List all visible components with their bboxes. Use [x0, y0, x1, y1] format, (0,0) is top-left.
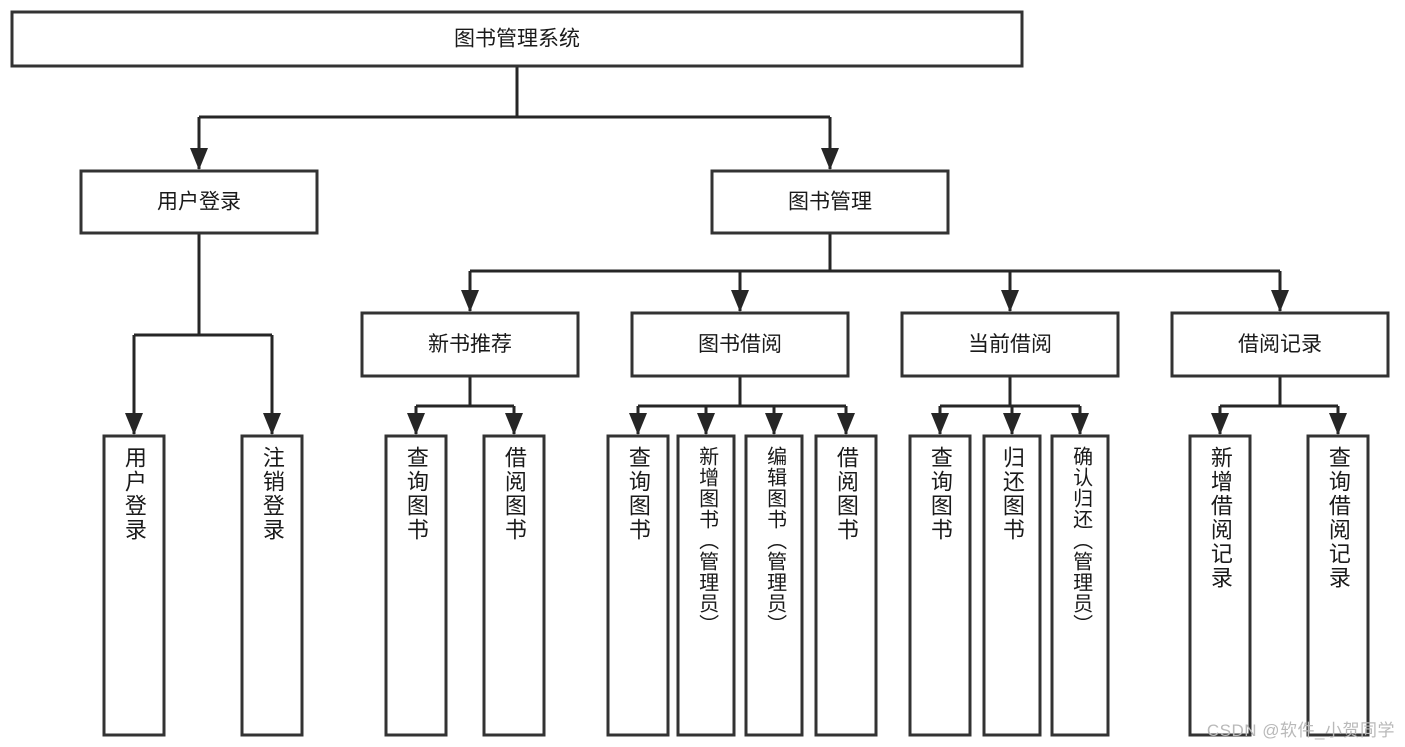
node-box[interactable]: [79, 169, 319, 235]
arrow-head-icon: [931, 413, 949, 435]
node-label: 借阅记录: [1238, 333, 1322, 356]
leaf-node-box[interactable]: [240, 434, 304, 737]
leaf-node-box[interactable]: [102, 434, 166, 737]
arrow-head-icon: [765, 413, 783, 435]
arrow-head-icon: [263, 413, 281, 435]
node-label: 图书借阅: [698, 333, 782, 356]
node-label: 当前借阅: [968, 333, 1052, 356]
leaf-node-box[interactable]: [908, 434, 972, 737]
leaf-node-box[interactable]: [384, 434, 448, 737]
leaf-node-box[interactable]: [982, 434, 1042, 737]
arrow-head-icon: [461, 290, 479, 312]
arrow-head-icon: [1271, 290, 1289, 312]
leaf-node-box[interactable]: [1050, 434, 1110, 737]
node-label: 图书管理系统: [454, 28, 580, 51]
connector-edges: [125, 66, 1347, 435]
csdn-watermark: CSDN @软件_小贺同学: [1206, 721, 1395, 740]
node-box[interactable]: [630, 311, 850, 378]
arrow-head-icon: [1071, 413, 1089, 435]
leaf-node-box[interactable]: [1306, 434, 1370, 737]
arrow-head-icon: [505, 413, 523, 435]
leaf-node-box[interactable]: [606, 434, 670, 737]
arrow-head-icon: [407, 413, 425, 435]
node-box[interactable]: [360, 311, 580, 378]
leaf-node-box[interactable]: [482, 434, 546, 737]
leaf-node-box[interactable]: [676, 434, 736, 737]
node-label: 用户登录: [157, 191, 241, 214]
node-box[interactable]: [1170, 311, 1390, 378]
arrow-head-icon: [1211, 413, 1229, 435]
arrow-head-icon: [190, 148, 208, 170]
leaf-node-box[interactable]: [1188, 434, 1252, 737]
arrow-head-icon: [125, 413, 143, 435]
leaf-node-box[interactable]: [744, 434, 804, 737]
node-box[interactable]: [900, 311, 1120, 378]
node-label: 图书管理: [788, 191, 872, 214]
arrow-head-icon: [837, 413, 855, 435]
arrow-head-icon: [821, 148, 839, 170]
node-box[interactable]: [710, 169, 950, 235]
leaf-node-box[interactable]: [814, 434, 878, 737]
arrow-head-icon: [731, 290, 749, 312]
arrow-head-icon: [1329, 413, 1347, 435]
node-label: 新书推荐: [428, 333, 512, 356]
arrow-head-icon: [629, 413, 647, 435]
node-box[interactable]: [10, 10, 1024, 68]
node-boxes: [10, 10, 1390, 737]
arrow-head-icon: [1001, 290, 1019, 312]
arrow-head-icon: [697, 413, 715, 435]
arrow-head-icon: [1003, 413, 1021, 435]
